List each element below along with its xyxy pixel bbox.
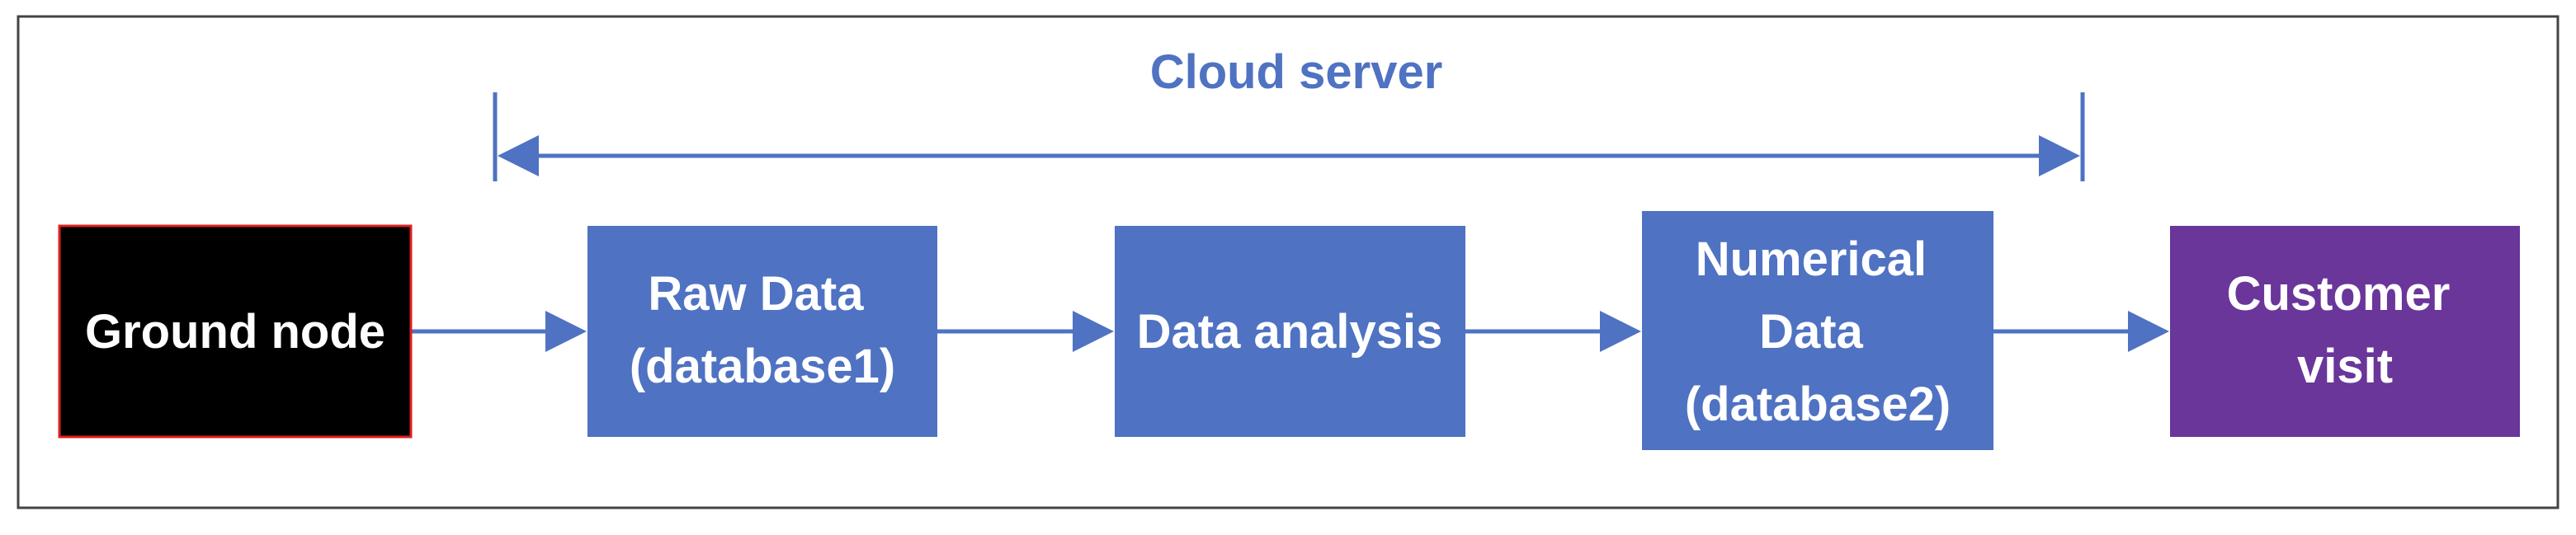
raw-data-label-line1: Raw Data (648, 267, 864, 321)
raw-data-box: Raw Data (database1) (587, 226, 937, 437)
svg-text:Ground node: Ground node (85, 305, 385, 359)
customer-visit-label-line2: visit (2297, 340, 2393, 393)
ground-node-label: Ground node (85, 305, 385, 359)
svg-text:Customer visit: Customer visit (2227, 267, 2464, 393)
numerical-data-label-line1: Numerical (1696, 232, 1927, 286)
customer-visit-box: Customer visit (2170, 226, 2520, 437)
raw-data-label-line2: (database1) (630, 340, 895, 393)
numerical-data-label-line3: (database2) (1685, 378, 1951, 431)
cloud-server-title: Cloud server (1150, 45, 1443, 99)
numerical-data-box: Numerical Data (database2) (1642, 211, 1993, 450)
svg-text:Raw Data (database1): Raw Data (database1) (630, 267, 895, 393)
customer-visit-label-line1: Customer (2227, 267, 2451, 321)
data-analysis-box: Data analysis (1115, 226, 1465, 437)
svg-text:Numerical Data (da: Numerical Data (database2) (1685, 232, 1951, 431)
data-analysis-label: Data analysis (1137, 305, 1443, 359)
numerical-data-label-line2: Data (1759, 305, 1863, 359)
ground-node-box: Ground node (58, 224, 413, 439)
svg-text:Data analysis: Data analysis (1137, 305, 1443, 359)
